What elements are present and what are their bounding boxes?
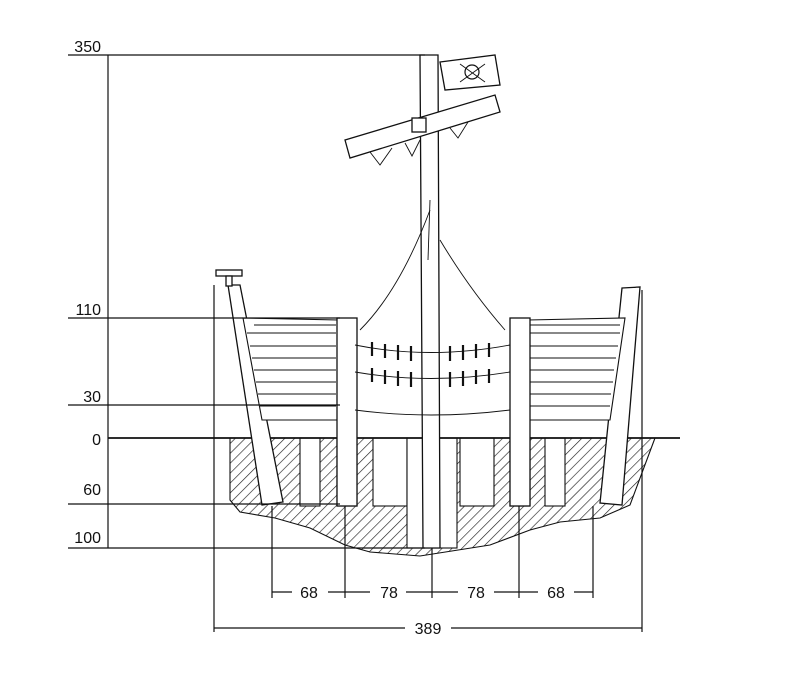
foundation-soil: [229, 437, 656, 557]
dim-label-100: 100: [74, 530, 101, 547]
horizontal-dimension-labels: 68 78 78 68 389: [292, 582, 574, 638]
dim-label-78-left: 78: [380, 585, 398, 602]
dim-label-110: 110: [75, 302, 101, 319]
dim-label-30: 30: [83, 389, 101, 406]
mast: [344, 54, 501, 549]
dim-label-350: 350: [74, 39, 101, 56]
rope-ladder-rungs: [370, 342, 491, 387]
dim-label-60: 60: [83, 482, 101, 499]
right-hull-panel: [527, 286, 641, 506]
left-hull-panel: [215, 269, 339, 506]
vertical-dimension-system: [68, 54, 425, 549]
dim-label-0: 0: [92, 432, 101, 449]
vertical-dimension-labels: 350 110 30 0 60 100: [74, 39, 101, 547]
dim-label-68-left: 68: [300, 585, 318, 602]
inner-post-right: [509, 317, 531, 507]
dim-label-389: 389: [415, 621, 442, 638]
dim-label-68-right: 68: [547, 585, 565, 602]
rigging-ropes: [354, 199, 511, 416]
dim-label-78-right: 78: [467, 585, 485, 602]
inner-post-left: [336, 317, 358, 507]
